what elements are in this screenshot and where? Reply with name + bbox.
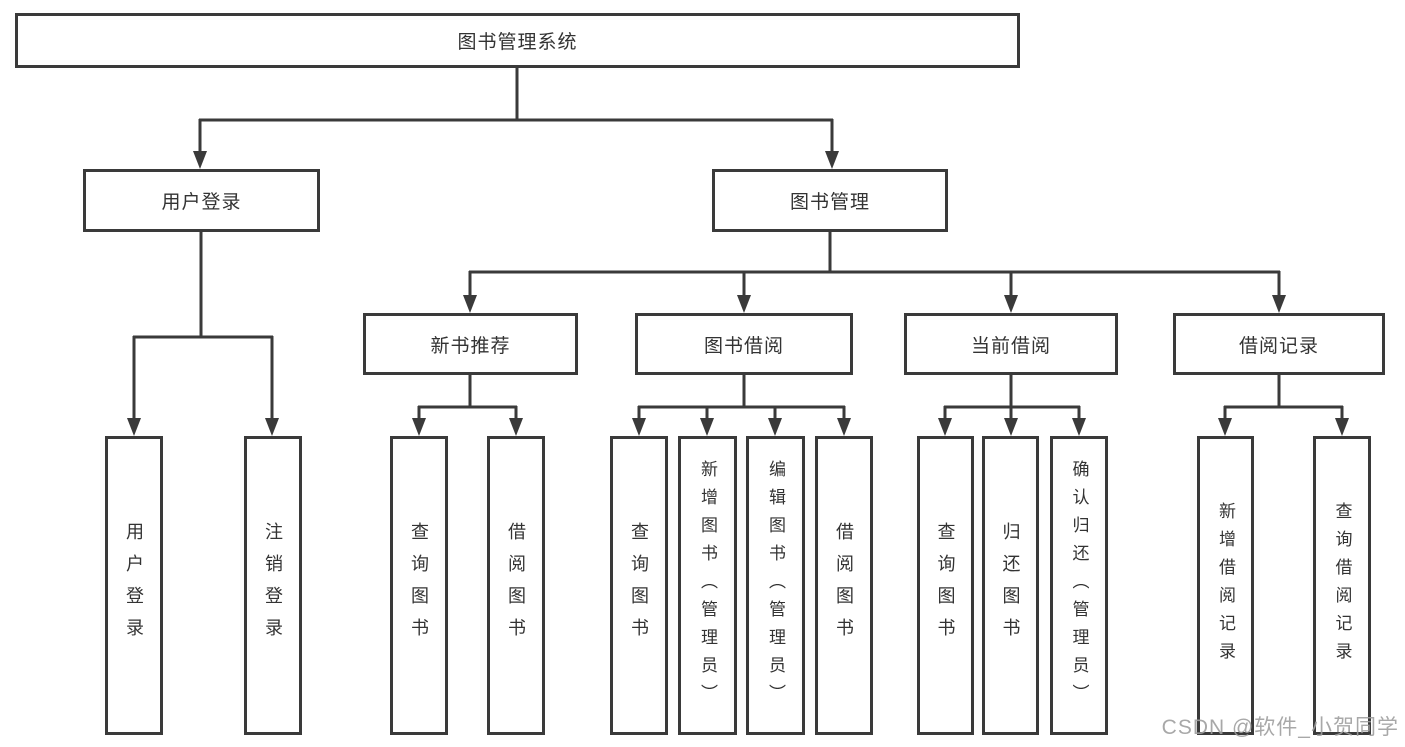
arrowheads bbox=[127, 151, 1349, 436]
node-current-borrowing: 当前借阅 bbox=[904, 313, 1118, 375]
node-user-login: 用户登录 bbox=[83, 169, 320, 232]
leaf-search-books-recommend: 查询图书 bbox=[390, 436, 448, 735]
node-book-borrowing: 图书借阅 bbox=[635, 313, 853, 375]
leaf-search-books-borrowing: 查询图书 bbox=[610, 436, 668, 735]
connector-borrow-records bbox=[1223, 375, 1344, 431]
connector-user-login bbox=[132, 232, 274, 431]
leaf-user-login: 用户登录 bbox=[105, 436, 163, 735]
node-borrow-records: 借阅记录 bbox=[1173, 313, 1385, 375]
leaf-search-books-current: 查询图书 bbox=[917, 436, 974, 735]
node-book-management: 图书管理 bbox=[712, 169, 948, 232]
node-new-book-recommendation: 新书推荐 bbox=[363, 313, 578, 375]
leaf-add-borrow-record: 新增借阅记录 bbox=[1197, 436, 1254, 735]
connector-book-management bbox=[468, 232, 1281, 308]
leaf-borrow-books-recommend: 借阅图书 bbox=[487, 436, 545, 735]
leaf-return-books: 归还图书 bbox=[982, 436, 1039, 735]
leaf-add-books-admin: 新增图书（管理员） bbox=[678, 436, 737, 735]
leaf-logout: 注销登录 bbox=[244, 436, 302, 735]
leaf-confirm-return-admin: 确认归还（管理员） bbox=[1050, 436, 1108, 735]
leaf-borrow-books: 借阅图书 bbox=[815, 436, 873, 735]
connector-book-borrowing bbox=[637, 375, 846, 431]
connector-new-book bbox=[417, 375, 518, 431]
leaf-search-borrow-record: 查询借阅记录 bbox=[1313, 436, 1371, 735]
connector-root bbox=[198, 68, 834, 164]
node-library-management-system: 图书管理系统 bbox=[15, 13, 1020, 68]
leaf-edit-books-admin: 编辑图书（管理员） bbox=[746, 436, 805, 735]
